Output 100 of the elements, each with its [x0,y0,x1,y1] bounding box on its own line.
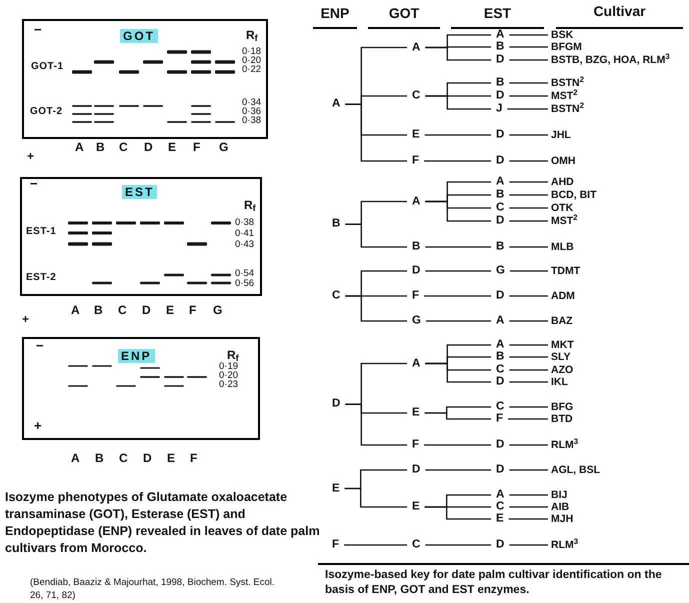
lane-label: B [95,452,104,464]
cultivar-name: BIJ [548,490,570,500]
branch-line [509,246,548,248]
rf-value: 0·41 [235,229,254,238]
rf-value: 0·34 [242,98,262,107]
cultivar-name: SLY [548,352,574,362]
branch-line [509,134,548,136]
lane-label: A [71,452,80,464]
rf-heading: R$_{f}$ [246,29,258,41]
column-heading: EST [451,3,544,29]
branch-line [508,518,548,520]
figure-caption: Isozyme-based key for date palm cultivar identification on the basis of ENP, GOT and EST enzymes. [325,568,663,598]
cultivar-name: BSTN$^{2}$ [548,78,587,88]
phenotype-letter: E [407,129,425,141]
lane-label: D [142,304,151,316]
cultivar-name: OTK [548,202,576,214]
phenotype-letter: E [407,407,425,419]
branch-line [509,494,548,496]
locus-label: EST-1 [26,227,56,237]
phenotype-letter: F [491,413,508,425]
phenotype-letter: D [407,265,426,277]
enzyme-heading: GOT [120,29,158,43]
phenotype-letter: A [491,29,510,41]
branch-line [424,160,491,162]
phenotype-letter: E [327,482,345,494]
branch-line [425,362,491,383]
branch-line [509,406,548,408]
cultivar-name: OMH [548,156,578,166]
lane-label: F [190,452,198,464]
cultivar-name: IKL [548,376,571,388]
branch-line [345,104,407,162]
branch-line [509,46,548,48]
phenotype-letter: B [491,189,510,201]
lane-label: C [119,141,128,153]
lane-label: C [119,452,128,464]
phenotype-letter: F [407,290,424,302]
lane-label: A [75,141,84,153]
lane-label: E [167,452,176,464]
rf-value: 0·20 [219,371,238,380]
phenotype-letter: A [407,358,426,370]
enzyme-heading: ENP [118,349,155,363]
phenotype-letter: C [491,501,510,513]
locus-label: GOT-2 [30,107,63,117]
lane-label: E [166,304,174,316]
lane-label: D [143,452,152,464]
cultivar-name: BFGM [548,42,585,52]
cultivar-name: MST$^{2}$ [548,216,581,226]
branch-line [509,160,548,162]
cultivar-name: BSK [548,30,576,40]
lane-label: E [168,141,176,153]
phenotype-letter: A [327,98,346,110]
rf-value: 0·36 [242,107,262,116]
cultivar-name: BFG [548,402,576,412]
phenotype-letter: D [491,215,510,227]
branch-line [344,488,407,508]
phenotype-letter: D [327,398,346,410]
phenotype-letter: C [407,539,426,551]
lane-label: G [219,141,228,153]
phenotype-letter: C [491,202,510,214]
phenotype-letter: G [491,265,510,277]
rf-value: 0·18 [242,47,262,56]
cultivar-name: BSTN$^{2}$ [548,104,587,114]
column-heading: Cultivar [556,1,683,29]
gel-panel [22,19,268,139]
lane-label: C [118,304,127,316]
branch-line [509,381,548,383]
branch-line [509,59,548,61]
phenotype-letter: A [407,42,426,54]
branch-line [509,506,548,508]
lane-label: G [213,304,222,316]
rf-heading: R$_{f}$ [227,349,239,361]
branch-line [344,544,407,546]
gel-panel [22,337,260,440]
column-heading: GOT [368,3,440,29]
branch-line [345,295,407,322]
cultivar-name: AGL, BSL [548,464,603,476]
branch-line [509,320,548,322]
locus-label: GOT-1 [31,62,64,72]
branch-line [509,207,548,209]
cultivar-name: BTD [548,414,576,424]
branch-line [510,270,548,272]
lane-label: D [144,141,153,153]
branch-line [509,194,548,196]
branch-line [425,270,491,272]
phenotype-letter: D [491,90,510,102]
phenotype-letter: C [491,364,510,376]
phenotype-letter: B [491,351,510,363]
polarity-sign: − [34,23,42,36]
phenotype-letter: F [327,539,344,551]
lane-label: B [94,304,103,316]
lane-label: F [189,304,196,316]
lane-label: A [71,304,80,316]
rf-value: 0·56 [235,279,254,288]
phenotype-letter: G [407,315,426,327]
phenotype-letter: J [491,103,508,115]
branch-line [425,544,491,546]
branch-line [509,344,548,346]
polarity-sign: − [30,177,38,190]
branch-line [425,46,491,61]
gel-panel [20,177,262,296]
